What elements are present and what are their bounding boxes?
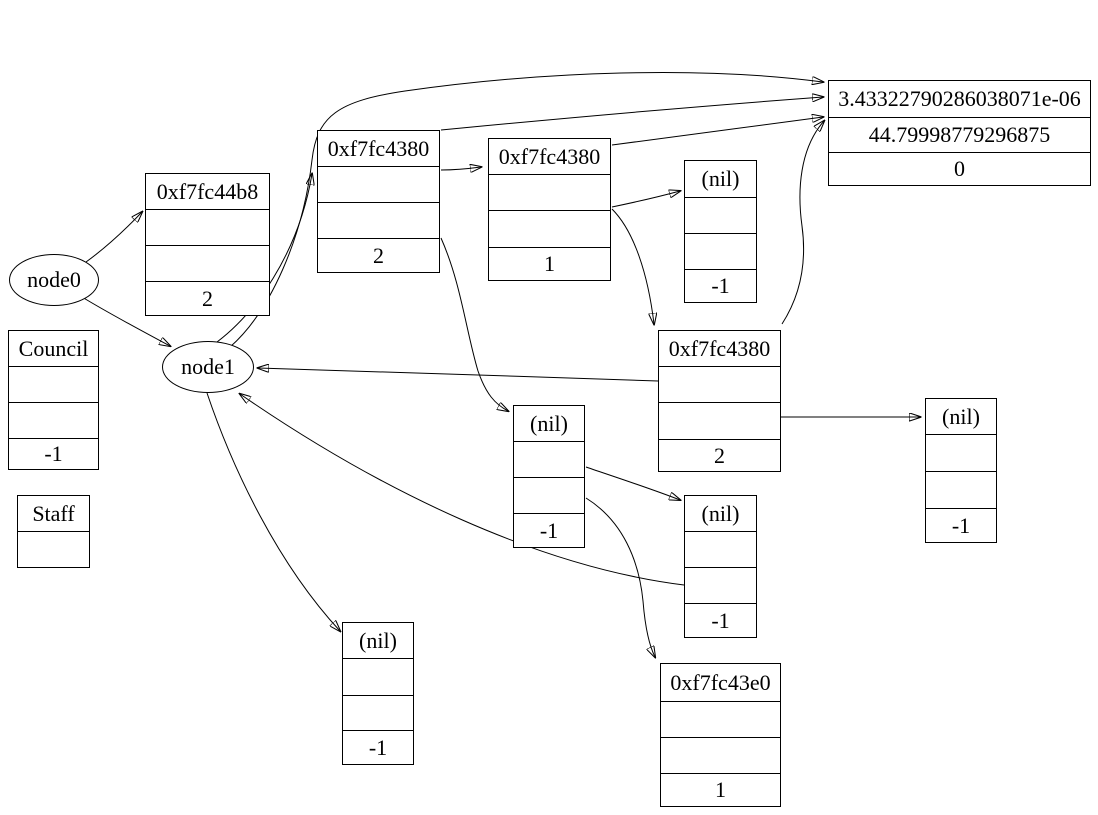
- node-node1: node1: [162, 341, 254, 393]
- record-value: 2: [318, 238, 439, 272]
- record-council: Council -1: [8, 330, 99, 470]
- record-title: (nil): [359, 627, 397, 653]
- record-field: [926, 434, 996, 471]
- record-struct-44b8: 0xf7fc44b8 2: [145, 173, 270, 316]
- edge-node0-to-node1: [81, 296, 170, 346]
- record-value: -1: [685, 269, 756, 302]
- record-value: 1: [489, 247, 610, 280]
- record-field: [661, 701, 780, 737]
- record-title: (nil): [701, 500, 740, 526]
- record-nil-top: (nil) -1: [684, 160, 757, 303]
- record-field: [685, 233, 756, 269]
- record-struct-4380-c: 0xf7fc4380 2: [658, 330, 781, 472]
- record-title: 0xf7fc44b8: [156, 178, 259, 204]
- edge-node1-to-struct4380a: [216, 174, 312, 343]
- record-value: 2: [146, 281, 269, 315]
- record-value: 44.79998779296875: [829, 117, 1090, 152]
- edge-struct4380a-to-valuebox: [440, 97, 823, 131]
- node-label: node0: [27, 267, 81, 292]
- edge-struct4380b-to-struct4380c: [611, 208, 654, 324]
- record-field: [18, 531, 89, 567]
- record-value: -1: [926, 508, 996, 542]
- record-title: Staff: [32, 500, 75, 526]
- record-nil-right: (nil) -1: [925, 398, 997, 543]
- record-struct-43e0: 0xf7fc43e0 1: [660, 663, 781, 807]
- record-value: -1: [9, 438, 98, 469]
- record-field: [661, 737, 780, 773]
- record-nil-bottom-mid: (nil) -1: [684, 495, 757, 638]
- record-title: 0xf7fc4380: [668, 335, 771, 361]
- record-field: [489, 210, 610, 247]
- record-staff: Staff: [17, 495, 90, 568]
- record-value: -1: [514, 513, 584, 547]
- edge-struct4380a-to-nil-middle: [440, 237, 508, 411]
- record-field: [659, 402, 780, 439]
- record-field: [926, 471, 996, 508]
- record-value: 3.43322790286038071e-06: [838, 86, 1081, 111]
- record-title: 0xf7fc43e0: [670, 669, 771, 695]
- record-field: [9, 402, 98, 438]
- record-value: -1: [343, 730, 413, 764]
- record-value: 2: [659, 439, 780, 471]
- record-nil-bottom-left: (nil) -1: [342, 622, 414, 765]
- record-title: (nil): [942, 403, 980, 429]
- edge-node1-to-nil-bottom-left: [206, 392, 340, 631]
- record-field: [146, 245, 269, 281]
- record-value: -1: [685, 603, 756, 637]
- record-struct-4380-a: 0xf7fc4380 2: [317, 130, 440, 273]
- record-title: 0xf7fc4380: [498, 143, 601, 169]
- edge-node0-to-struct44b8: [85, 212, 142, 263]
- edge-struct4380a-to-struct4380b: [440, 167, 481, 170]
- record-field: [514, 477, 584, 513]
- record-field: [318, 166, 439, 202]
- node-label: node1: [181, 354, 235, 379]
- record-field: [343, 658, 413, 695]
- record-title: 0xf7fc4380: [327, 135, 430, 161]
- record-field: [318, 202, 439, 238]
- record-field: [659, 366, 780, 402]
- record-title: Council: [18, 335, 89, 361]
- edge-nil-middle-to-nil-bottom-mid: [585, 466, 680, 500]
- record-title: (nil): [530, 410, 568, 436]
- edge-node1-to-valuebox: [229, 72, 823, 348]
- edge-struct4380b-to-nil-top: [611, 191, 680, 208]
- record-struct-4380-b: 0xf7fc4380 1: [488, 138, 611, 281]
- record-value-box: 3.43322790286038071e-06 44.7999877929687…: [828, 80, 1091, 186]
- record-field: [685, 567, 756, 603]
- record-field: [514, 441, 584, 477]
- record-title: (nil): [701, 166, 740, 191]
- record-field: [489, 174, 610, 210]
- record-value: 1: [661, 773, 780, 806]
- record-field: [146, 209, 269, 245]
- edge-struct4380c-to-node1: [258, 368, 659, 382]
- edge-nil-middle-to-struct43e0: [585, 497, 655, 657]
- record-field: [685, 531, 756, 567]
- record-nil-middle: (nil) -1: [513, 405, 585, 548]
- node-node0: node0: [9, 254, 99, 306]
- record-value: 0: [829, 152, 1090, 185]
- edge-struct4380c-to-valuebox: [781, 121, 824, 325]
- edge-nil-bottom-mid-to-node1: [240, 394, 685, 586]
- record-field: [685, 197, 756, 233]
- edge-struct4380b-to-valuebox: [611, 117, 823, 146]
- record-field: [9, 366, 98, 402]
- record-field: [343, 695, 413, 730]
